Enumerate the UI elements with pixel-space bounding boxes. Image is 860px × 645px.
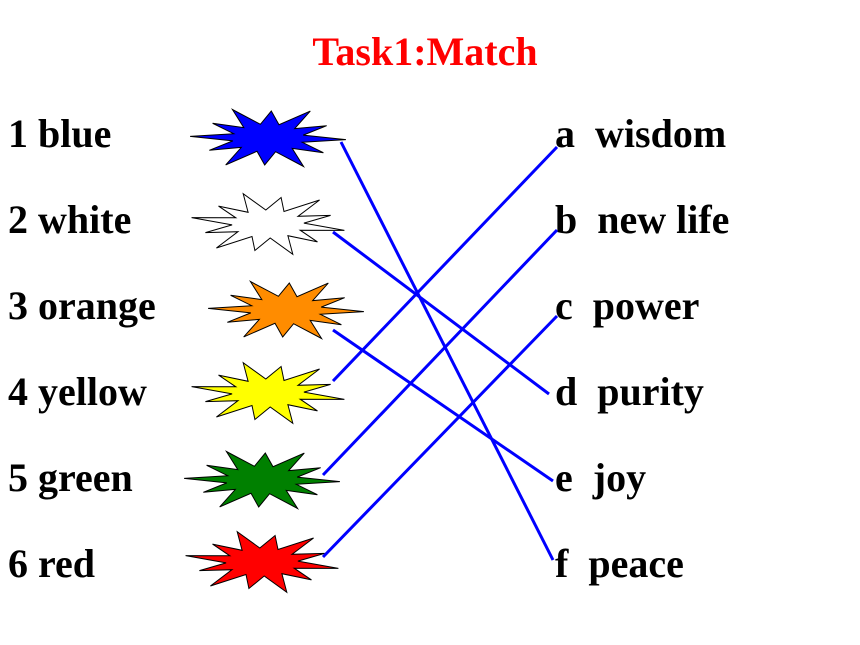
color-label-green: 5 green [8, 455, 133, 500]
color-label-red: 6 red [8, 541, 96, 586]
color-label-blue: 1 blue [8, 111, 112, 156]
burst-red [185, 530, 339, 594]
meaning-label-wisdom: a wisdom [555, 111, 727, 156]
burst-yellow [191, 361, 345, 425]
meaning-label-power: c power [555, 283, 700, 328]
color-label-orange: 3 orange [8, 283, 156, 328]
match-line-white [332, 230, 550, 396]
burst-blue [190, 108, 346, 168]
burst-green [184, 450, 340, 510]
meaning-label-joy: e joy [555, 455, 647, 500]
burst-white [191, 192, 345, 256]
match-line-blue [339, 141, 555, 561]
meaning-label-new-life: b new life [555, 197, 730, 242]
match-line-orange [332, 328, 554, 483]
burst-orange [208, 280, 364, 340]
meaning-label-purity: d purity [555, 369, 704, 414]
match-line-red [321, 314, 559, 559]
match-lines [321, 141, 559, 561]
match-line-green [321, 228, 559, 477]
color-bursts [184, 108, 364, 594]
color-label-white: 2 white [8, 197, 132, 242]
match-line-yellow [331, 145, 559, 383]
task-title: Task1:Match [312, 29, 538, 74]
color-label-yellow: 4 yellow [8, 369, 147, 414]
meaning-label-peace: f peace [555, 541, 684, 586]
